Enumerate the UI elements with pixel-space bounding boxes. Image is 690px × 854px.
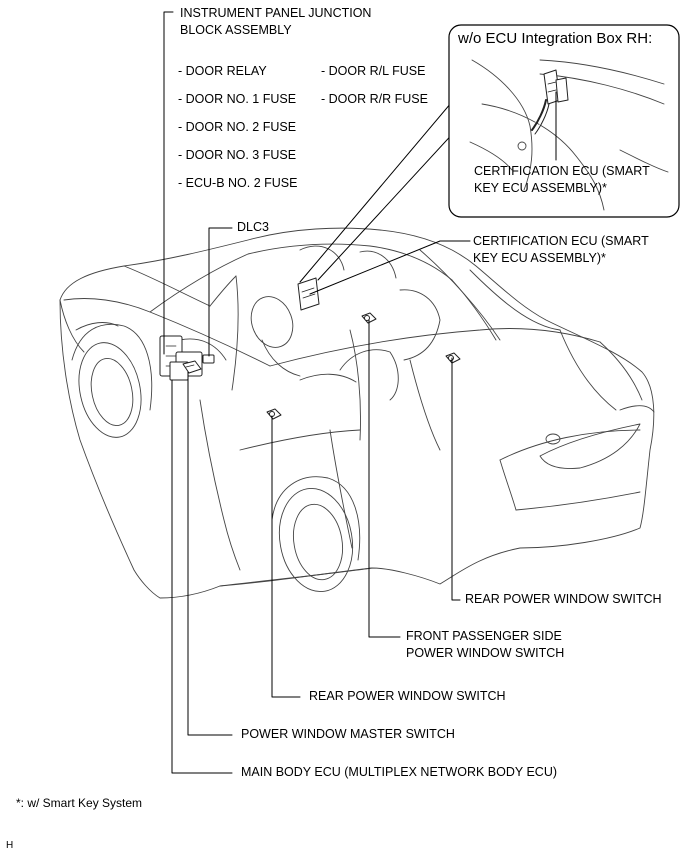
- front-passenger-switch-component: [361, 312, 377, 324]
- rear-left-switch-component: [266, 408, 282, 420]
- ip-junction-block-label: INSTRUMENT PANEL JUNCTION BLOCK ASSEMBLY: [180, 5, 371, 39]
- rear-right-switch-component: [445, 352, 461, 364]
- ip-junction-block-line-1: INSTRUMENT PANEL JUNCTION: [180, 6, 372, 20]
- fuse-item: - DOOR NO. 3 FUSE: [178, 148, 297, 162]
- inset-panel: [448, 24, 680, 218]
- certification-ecu-component: [297, 277, 320, 311]
- rear-power-window-switch-left-label: REAR POWER WINDOW SWITCH: [309, 689, 506, 703]
- front-passenger-switch-label: FRONT PASSENGER SIDE POWER WINDOW SWITCH: [406, 628, 564, 662]
- certification-ecu-line-2: KEY ECU ASSEMBLY)*: [473, 251, 606, 265]
- car-body: [59, 227, 655, 599]
- power-window-master-switch-label: POWER WINDOW MASTER SWITCH: [241, 727, 455, 741]
- fuse-item: - DOOR NO. 2 FUSE: [178, 120, 297, 134]
- dlc3-label: DLC3: [237, 220, 269, 234]
- leader-lines: [163, 11, 481, 774]
- dlc3-component: [202, 354, 215, 364]
- fuse-item: - ECU-B NO. 2 FUSE: [178, 176, 298, 190]
- certification-ecu-line-1: CERTIFICATION ECU (SMART: [473, 234, 649, 248]
- fuse-item: - DOOR R/L FUSE: [321, 64, 426, 78]
- inset-certification-ecu-label: CERTIFICATION ECU (SMART KEY ECU ASSEMBL…: [474, 163, 650, 197]
- inset-certification-ecu-line-1: CERTIFICATION ECU (SMART: [474, 164, 650, 178]
- main-body-ecu-label: MAIN BODY ECU (MULTIPLEX NETWORK BODY EC…: [241, 765, 558, 779]
- rear-power-window-switch-right-label: REAR POWER WINDOW SWITCH: [465, 592, 662, 606]
- footnote: *: w/ Smart Key System: [16, 796, 143, 810]
- fuse-item: - DOOR R/R FUSE: [321, 92, 428, 106]
- front-passenger-switch-line-2: POWER WINDOW SWITCH: [406, 646, 565, 660]
- fuse-item: - DOOR RELAY: [178, 64, 267, 78]
- inset-title: w/o ECU Integration Box RH:: [458, 30, 653, 47]
- ip-junction-block-line-2: BLOCK ASSEMBLY: [180, 23, 292, 37]
- certification-ecu-label: CERTIFICATION ECU (SMART KEY ECU ASSEMBL…: [473, 233, 649, 267]
- corner-mark: H: [6, 840, 14, 851]
- master-switch-component: [182, 360, 202, 374]
- inset-certification-ecu-line-2: KEY ECU ASSEMBLY)*: [474, 181, 607, 195]
- front-passenger-switch-line-1: FRONT PASSENGER SIDE: [406, 629, 562, 643]
- fuse-item: - DOOR NO. 1 FUSE: [178, 92, 297, 106]
